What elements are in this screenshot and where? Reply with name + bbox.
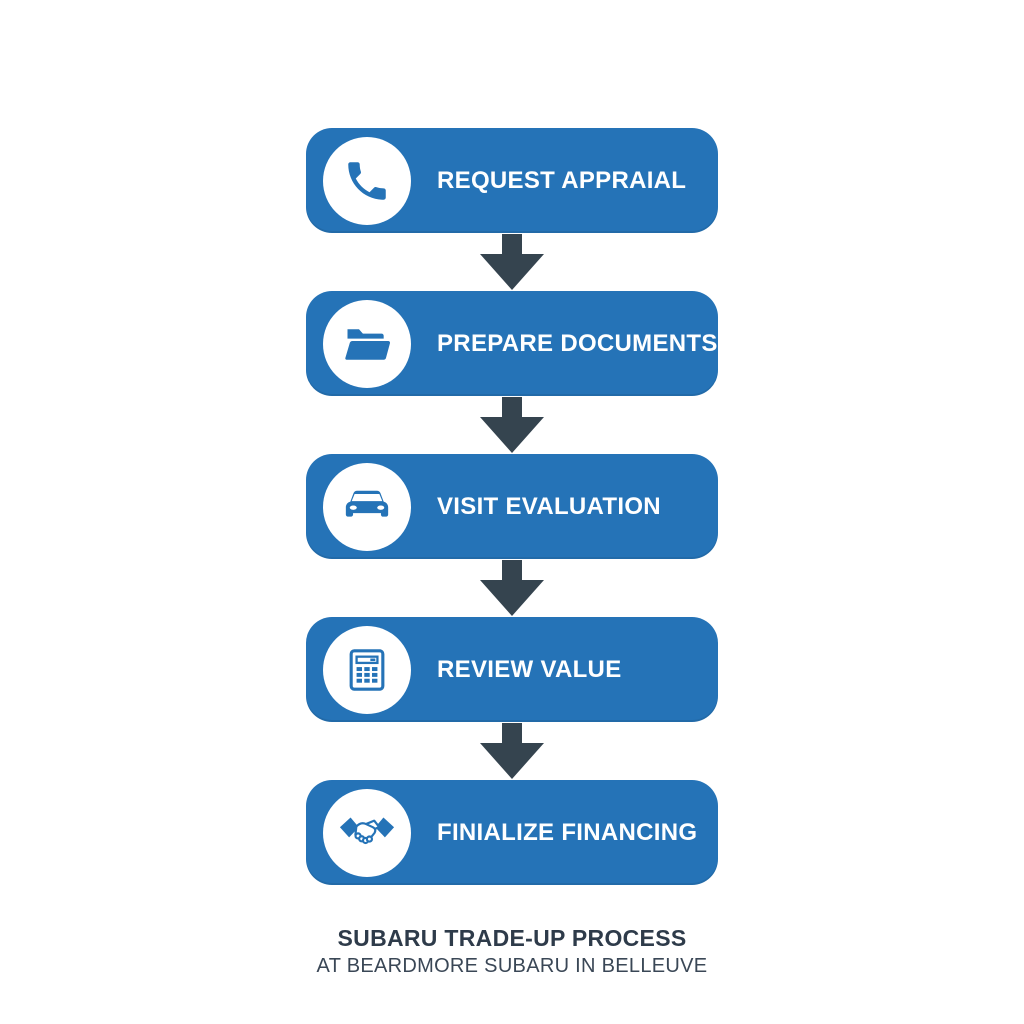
flow-connector-1	[306, 233, 718, 291]
down-arrow-icon	[480, 723, 544, 779]
step-label-prepare-documents: PREPARE DOCUMENTS	[437, 329, 718, 357]
handshake-icon	[339, 817, 395, 844]
flow-connector-2	[306, 396, 718, 454]
footer: SUBARU TRADE-UP PROCESS AT BEARDMORE SUB…	[0, 925, 1024, 978]
calculator-icon	[349, 648, 385, 691]
step-label-request-appraisal: REQUEST APPRAIAL	[437, 166, 687, 194]
down-arrow-icon	[480, 397, 544, 453]
step-finalize-financing: FINIALIZE FINANCING	[306, 780, 718, 885]
handshake-icon-circle	[323, 788, 411, 877]
calculator-icon-circle	[323, 625, 411, 714]
footer-subtitle: AT BEARDMORE SUBARU IN BELLEUVE	[316, 955, 708, 977]
step-review-value: REVIEW VALUE	[306, 617, 718, 722]
down-arrow-icon	[480, 234, 544, 290]
folder-icon-circle	[323, 299, 411, 388]
footer-title: SUBARU TRADE-UP PROCESS	[337, 925, 687, 951]
phone-icon	[348, 161, 386, 200]
car-icon	[345, 490, 389, 517]
step-label-finalize-financing: FINIALIZE FINANCING	[437, 818, 698, 846]
down-arrow-icon	[480, 560, 544, 616]
step-label-visit-evaluation: VISIT EVALUATION	[437, 492, 661, 520]
phone-icon-circle	[323, 136, 411, 225]
flow-connector-4	[306, 722, 718, 780]
step-prepare-documents: PREPARE DOCUMENTS	[306, 291, 718, 396]
folder-icon	[345, 328, 391, 360]
car-icon-circle	[323, 462, 411, 551]
process-flow: REQUEST APPRAIAL PREPARE DOCUMENTS	[306, 0, 718, 885]
flow-connector-3	[306, 559, 718, 617]
step-visit-evaluation: VISIT EVALUATION	[306, 454, 718, 559]
step-label-review-value: REVIEW VALUE	[437, 655, 622, 683]
step-request-appraisal: REQUEST APPRAIAL	[306, 128, 718, 233]
